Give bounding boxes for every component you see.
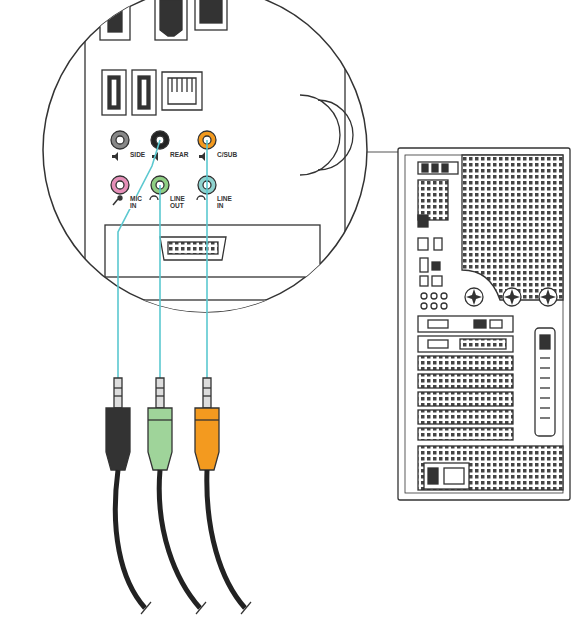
jack-label: LINE IN: [216, 196, 236, 209]
magnifier-circle: [43, 0, 367, 312]
break-mark: [141, 602, 251, 614]
jack-label: LINE OUT: [169, 196, 189, 209]
pc-tower: [398, 148, 570, 500]
cable: [115, 470, 245, 608]
jack-label: SIDE: [129, 152, 146, 159]
panel-closeup: [85, 0, 353, 330]
jack-label: MIC IN: [129, 196, 145, 209]
cable-line: [118, 140, 207, 378]
jack-label: REAR: [169, 152, 189, 159]
audio-plug: [106, 378, 219, 470]
jack-label: C/SUB: [216, 152, 238, 159]
